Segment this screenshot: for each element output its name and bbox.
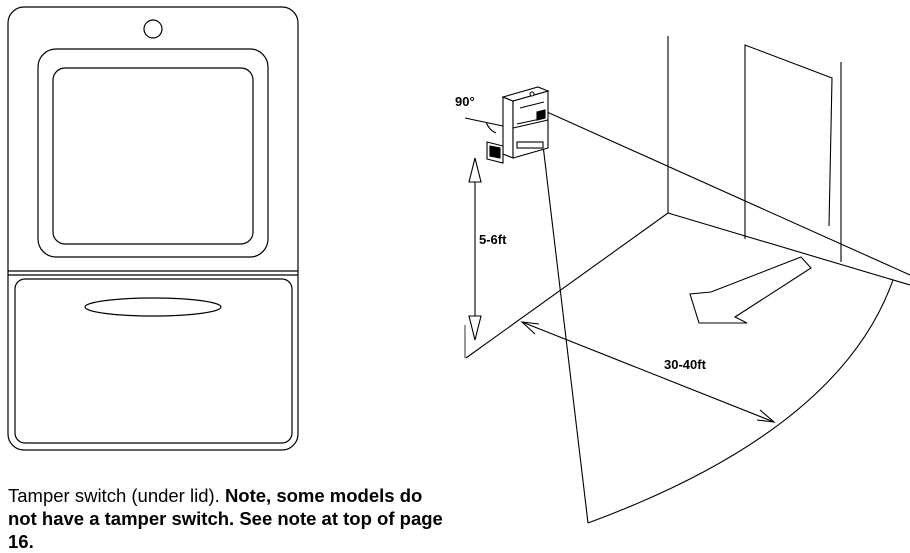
coverage-edge-left (539, 119, 589, 524)
room-diagram (464, 36, 910, 524)
height-arrow-up-icon (468, 157, 482, 183)
sensor-mounted-icon (486, 86, 550, 164)
sensor-lens (52, 67, 254, 245)
doorway (744, 44, 833, 239)
detector-housing (7, 6, 299, 451)
tamper-switch-caption: Tamper switch (under lid). Note, some mo… (8, 484, 448, 553)
coverage-arc (587, 279, 894, 524)
height-arrow-down-icon (468, 315, 482, 341)
height-label: 5-6ft (479, 232, 507, 247)
angle-label: 90° (455, 94, 475, 109)
range-dimension-line (521, 321, 775, 423)
range-label: 30-40ft (664, 357, 707, 372)
motion-direction-arrow-icon (689, 256, 812, 324)
range-arrow-end-icon (756, 409, 776, 423)
figure-svg: 90° 5-6ft 30-40ft (7, 6, 910, 524)
range-arrow-start-icon (520, 321, 540, 335)
detector-front-view (7, 6, 299, 451)
angle-arc (485, 121, 497, 134)
illustration-area: 90° 5-6ft 30-40ft (7, 6, 910, 524)
detector-lid (14, 278, 293, 444)
caption-text: Tamper switch (under lid). (8, 485, 220, 506)
mounting-hole-icon (143, 19, 163, 39)
coverage-edge-right (546, 111, 910, 276)
floor-right-edge (667, 212, 910, 286)
lid-slot (84, 297, 222, 317)
angle-reference-line (464, 117, 504, 127)
lens-frame (37, 48, 269, 258)
floor-left-edge (465, 212, 669, 359)
